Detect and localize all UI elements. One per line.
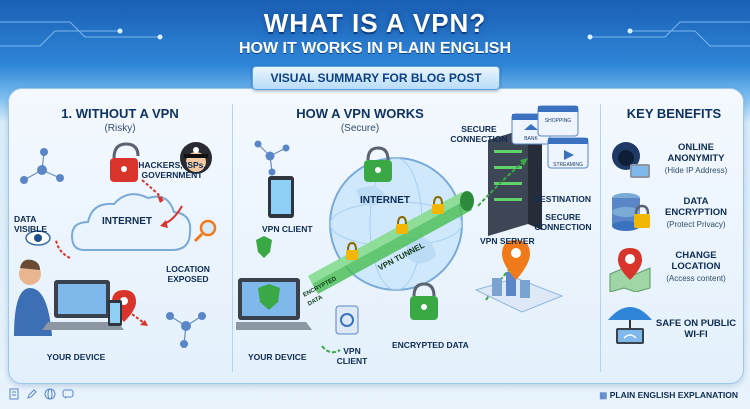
- book-icon: ▦: [599, 390, 610, 400]
- threats-label: HACKERS, ISPs, GOVERNMENT: [138, 160, 206, 180]
- benefit-subtitle: (Protect Privacy): [666, 220, 726, 229]
- tunnel-padlock-icon: [346, 195, 444, 260]
- secure-connection-bottom-label: SECURE CONNECTION: [534, 212, 592, 232]
- how-vpn-title: HOW A VPN WORKS: [296, 106, 424, 121]
- benefit-title: CHANGE LOCATION: [671, 250, 721, 272]
- globe-internet-label: INTERNET: [360, 195, 410, 206]
- without-vpn-illustration: [14, 142, 217, 348]
- section-divider: [232, 104, 233, 372]
- vpn-server-icon: [488, 128, 542, 236]
- without-vpn-title: 1. WITHOUT A VPN: [61, 106, 179, 121]
- site-streaming-label: STREAMING: [553, 162, 583, 168]
- page-title: WHAT IS A VPN?: [263, 8, 487, 38]
- eye-icon: [25, 230, 51, 246]
- benefit-subtitle: (Access content): [666, 274, 726, 283]
- hacker-laptop-icon: [612, 142, 650, 178]
- chat-icon: [62, 389, 74, 399]
- secure-padlock-icon: [364, 146, 392, 182]
- globe-small-icon: [44, 388, 56, 400]
- encrypted-data-padlock-icon: [410, 282, 438, 320]
- laptop-icon: [236, 278, 312, 330]
- destination-label: DESTINATION: [534, 194, 591, 204]
- encrypted-data-label: ENCRYPTED DATA: [392, 340, 469, 350]
- map-pin-icon: [609, 248, 651, 292]
- benefit-subtitle: (Hide IP Address): [664, 166, 728, 175]
- vpn-client-phone-icon: [256, 176, 294, 258]
- without-vpn-subtitle: (Risky): [104, 123, 136, 134]
- footer-icons: [8, 388, 74, 400]
- footer-text: ▦ PLAIN ENGLISH EXPLANATION: [599, 390, 738, 401]
- edit-icon: [27, 389, 37, 399]
- how-vpn-subtitle: (Secure): [340, 123, 380, 134]
- section-divider: [600, 104, 601, 372]
- destination-map-icon: [474, 240, 564, 313]
- vpn-client-device-icon: [335, 305, 359, 335]
- benefit-title: SAFE ON PUBLIC WI-FI: [655, 318, 737, 340]
- your-device-secure-label: YOUR DEVICE: [248, 352, 307, 362]
- vpn-server-label: VPN SERVER: [480, 236, 535, 246]
- person-at-laptop-icon: [14, 259, 124, 336]
- cloud-icon: [70, 193, 192, 251]
- location-exposed-label: LOCATION EXPOSED: [166, 264, 210, 284]
- vpn-client-bottom-label: VPN CLIENT: [336, 346, 368, 366]
- how-vpn-illustration: BANK SHOPPING STREAMING: [236, 105, 589, 354]
- database-lock-icon: [612, 193, 650, 231]
- site-bank-label: BANK: [524, 136, 538, 142]
- benefit-title: ONLINE ANONYMITY: [667, 142, 725, 164]
- vpn-tunnel-icon: [308, 191, 474, 294]
- umbrella-laptop-icon: [608, 307, 652, 344]
- website-streaming-icon: STREAMING: [547, 137, 589, 169]
- data-visible-label: DATA VISIBLE: [14, 214, 48, 234]
- your-device-label: YOUR DEVICE: [46, 352, 106, 362]
- pirate-hacker-icon: [180, 142, 212, 174]
- internet-label: INTERNET: [102, 216, 152, 227]
- document-icon: [9, 388, 19, 400]
- header-circuit-decoration: [0, 21, 750, 47]
- footer-label: PLAIN ENGLISH EXPLANATION: [609, 390, 738, 400]
- benefits-title: KEY BENEFITS: [626, 106, 722, 121]
- magnifier-icon: [193, 219, 217, 243]
- website-shopping-icon: SHOPPING: [537, 105, 579, 137]
- vpn-client-label: VPN CLIENT: [262, 224, 313, 234]
- benefit-title: DATA ENCRYPTION: [665, 196, 727, 218]
- secure-connection-top-label: SECURE CONNECTION: [450, 124, 508, 144]
- unlocked-padlock-icon: [110, 142, 140, 182]
- site-shopping-label: SHOPPING: [545, 118, 572, 124]
- page-subtitle: HOW IT WORKS IN PLAIN ENGLISH: [239, 40, 511, 57]
- summary-banner: VISUAL SUMMARY FOR BLOG POST: [252, 66, 500, 90]
